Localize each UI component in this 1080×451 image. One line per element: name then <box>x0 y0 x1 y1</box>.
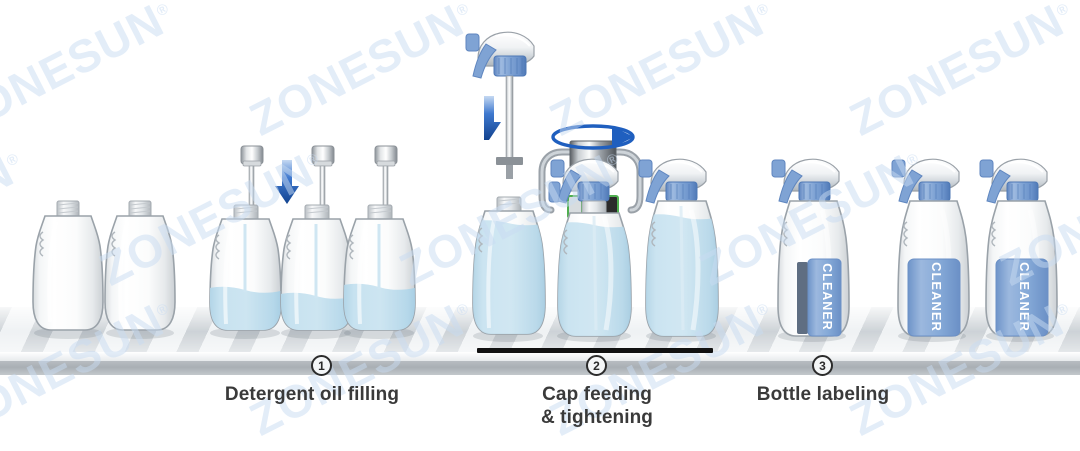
capping-bottle-in-process <box>550 158 632 342</box>
filling-down-arrow-icon <box>275 160 299 204</box>
step-badge-3: 3 <box>812 355 833 376</box>
cap-feed-down-arrow-icon <box>477 96 501 140</box>
bottle-label-text-1: CLEANER <box>820 263 834 330</box>
step-caption-3: Bottle labeling <box>756 384 890 405</box>
labeling-bottle-labeled-2: CLEANER <box>979 158 1058 342</box>
labeling-bottle-applying: CLEANER <box>771 158 850 342</box>
conveyor-front-band <box>0 361 1080 375</box>
filling-bottle-1 <box>209 204 282 339</box>
filling-bottle-3 <box>343 204 416 339</box>
capping-bottle-uncapped <box>472 196 546 342</box>
bottle-label-text-2: CLEANER <box>929 262 944 332</box>
step-caption-2: Cap feeding & tightening <box>540 384 653 429</box>
incoming-trigger-sprayer <box>465 31 535 179</box>
conveyor-lip <box>0 352 1080 361</box>
bottle-label-text-3: CLEANER <box>1017 262 1032 332</box>
capping-station-platform-bar <box>477 348 713 353</box>
capping-bottle-capped <box>638 158 719 342</box>
step-caption-1: Detergent oil filling <box>224 384 400 405</box>
floor-surface <box>0 367 1080 451</box>
filling-nozzle-1 <box>240 145 264 223</box>
step-badge-1: 1 <box>311 355 332 376</box>
empty-bottle-1 <box>32 200 104 339</box>
labeling-bottle-labeled-1: CLEANER <box>891 158 970 342</box>
step-badge-2: 2 <box>586 355 607 376</box>
filling-bottle-2 <box>280 204 353 339</box>
filling-nozzle-3 <box>374 145 398 223</box>
filling-nozzle-2 <box>311 145 335 223</box>
empty-bottle-2 <box>104 200 176 339</box>
